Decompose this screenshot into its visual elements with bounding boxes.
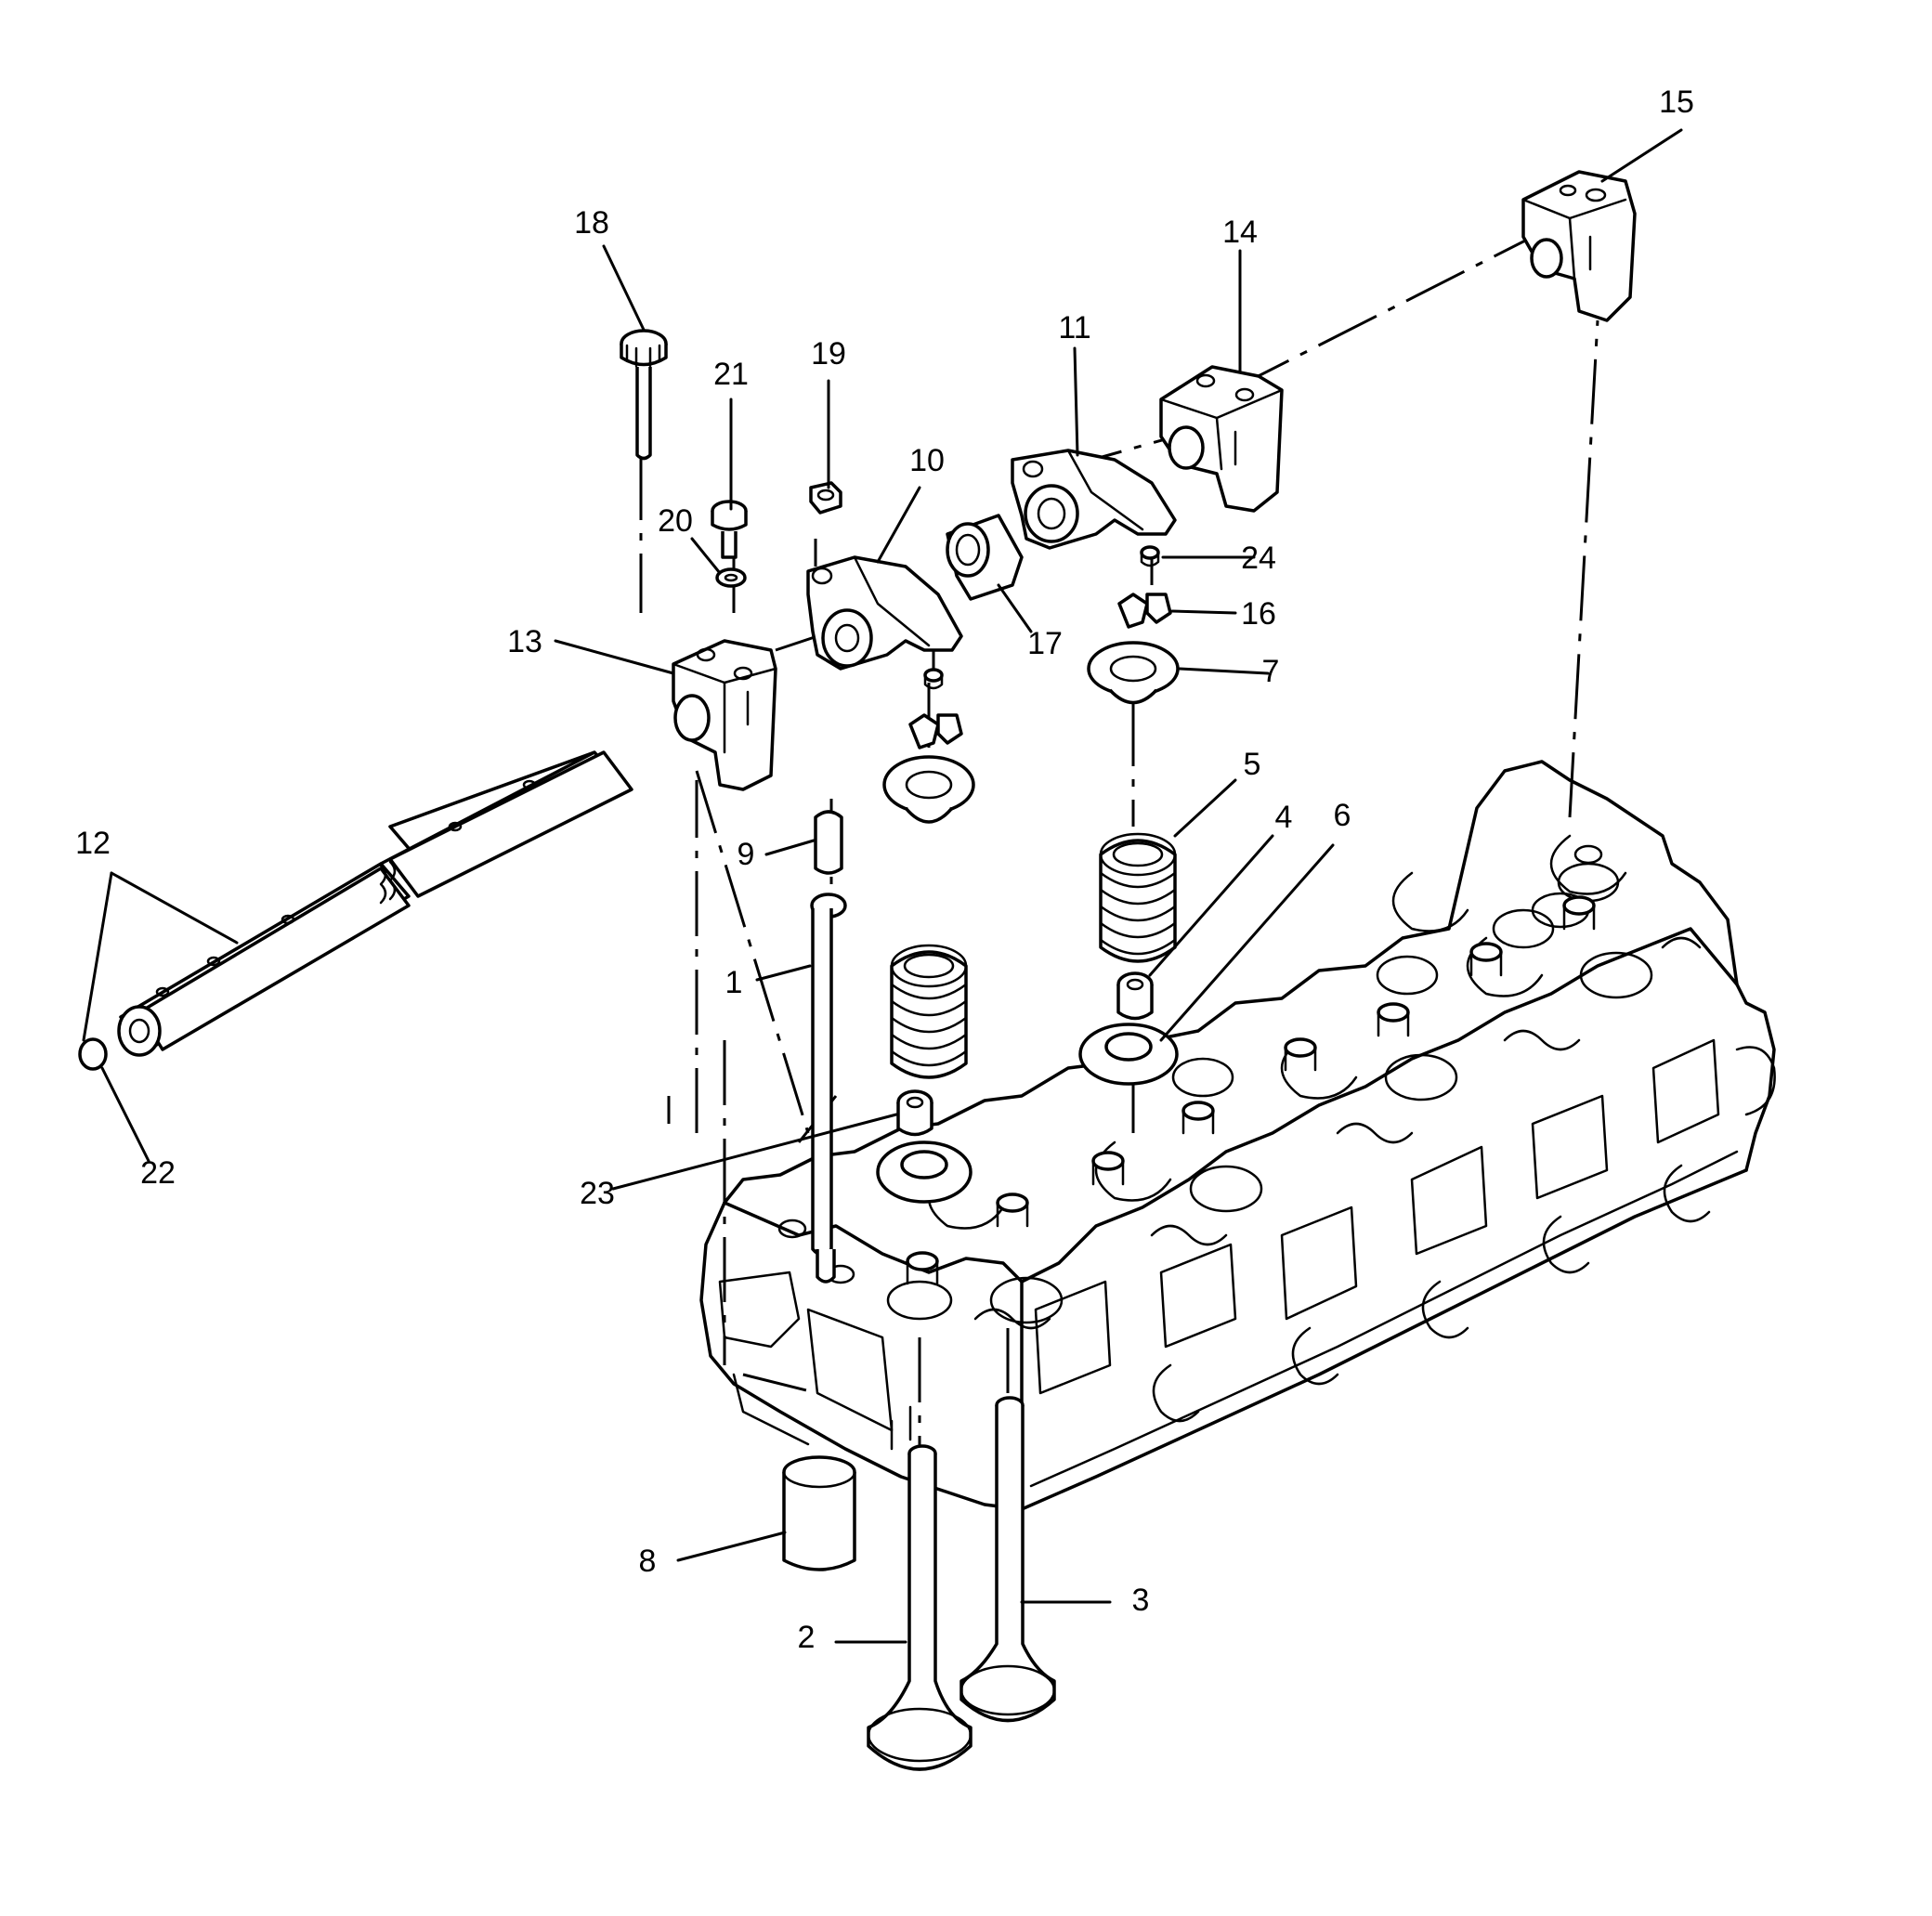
valve-guide-boss <box>906 1251 939 1285</box>
callout-17: 17 <box>1027 626 1063 661</box>
part-20-washer <box>715 567 747 588</box>
part-3-intake-valve <box>959 1396 1056 1723</box>
valve-spring-front <box>890 944 968 1079</box>
part-22-shaft-plug <box>78 1037 108 1071</box>
part-10-rocker-arm <box>806 555 963 671</box>
callout-1: 1 <box>725 965 743 1000</box>
callout-3: 3 <box>1132 1583 1150 1618</box>
callout-19: 19 <box>811 336 846 371</box>
valve-guide-boss <box>1284 1037 1317 1072</box>
callout-4: 4 <box>1275 800 1293 835</box>
spring-seat-front <box>876 1140 973 1204</box>
part-19-adjust-nut <box>809 481 842 515</box>
callout-21: 21 <box>713 357 749 392</box>
callout-9: 9 <box>738 837 755 872</box>
cylinder-head <box>699 760 1776 1511</box>
leader-lines <box>82 128 1683 1644</box>
callout-23: 23 <box>580 1176 615 1211</box>
callout-15: 15 <box>1659 85 1694 120</box>
callout-12: 12 <box>75 826 111 861</box>
part-4-stem-seal <box>1116 971 1154 1021</box>
part-5-valve-spring <box>1099 832 1177 963</box>
callout-16: 16 <box>1241 596 1276 632</box>
part-16-valve-collets <box>1117 593 1172 629</box>
part-8-tappet <box>782 1455 856 1571</box>
part-12-rocker-shaft <box>117 750 633 1057</box>
valve-guide-boss <box>1091 1151 1125 1186</box>
part-24-valve-cap <box>1140 545 1160 567</box>
valve-guide-boss <box>1377 1002 1410 1037</box>
part-15-rocker-bracket-rear <box>1521 170 1637 322</box>
part-14-rocker-bracket <box>1159 365 1284 513</box>
valve-guide-boss <box>1562 895 1596 931</box>
valve-collets-front <box>908 713 963 749</box>
valve-cap-front <box>923 668 944 690</box>
callout-11: 11 <box>1058 310 1090 345</box>
part-7-spring-retainer <box>1087 641 1180 705</box>
valve-guide-boss <box>996 1193 1029 1228</box>
callout-7: 7 <box>1262 654 1280 689</box>
callout-20: 20 <box>658 503 693 539</box>
part-6-spring-seat <box>1078 1023 1179 1086</box>
callout-6: 6 <box>1334 798 1351 833</box>
part-9-push-rod-cap <box>814 810 843 875</box>
part-17-rocker-bush <box>946 514 1024 601</box>
callout-labels: 15 14 11 10 19 21 20 18 13 17 24 16 7 5 … <box>75 85 1694 1655</box>
valve-guide-boss <box>1469 942 1503 977</box>
callout-18: 18 <box>574 205 609 241</box>
part-11-rocker-arm <box>1011 449 1177 550</box>
part-1-push-rod <box>810 893 847 1284</box>
part-2-exhaust-valve <box>867 1444 973 1771</box>
part-18-bolt <box>620 329 668 461</box>
callout-10: 10 <box>909 443 945 478</box>
callout-22: 22 <box>140 1155 176 1191</box>
callout-14: 14 <box>1222 215 1258 250</box>
callout-13: 13 <box>507 624 542 659</box>
part-13-rocker-bracket-front <box>672 639 777 791</box>
spring-retainer-front <box>882 755 975 824</box>
callout-24: 24 <box>1241 541 1276 576</box>
callout-2: 2 <box>798 1620 816 1655</box>
part-23-stem-seal <box>896 1089 933 1137</box>
callout-8: 8 <box>639 1544 657 1579</box>
valve-guide-boss <box>1181 1101 1215 1135</box>
part-21-stud <box>711 500 748 559</box>
callout-5: 5 <box>1244 747 1261 782</box>
